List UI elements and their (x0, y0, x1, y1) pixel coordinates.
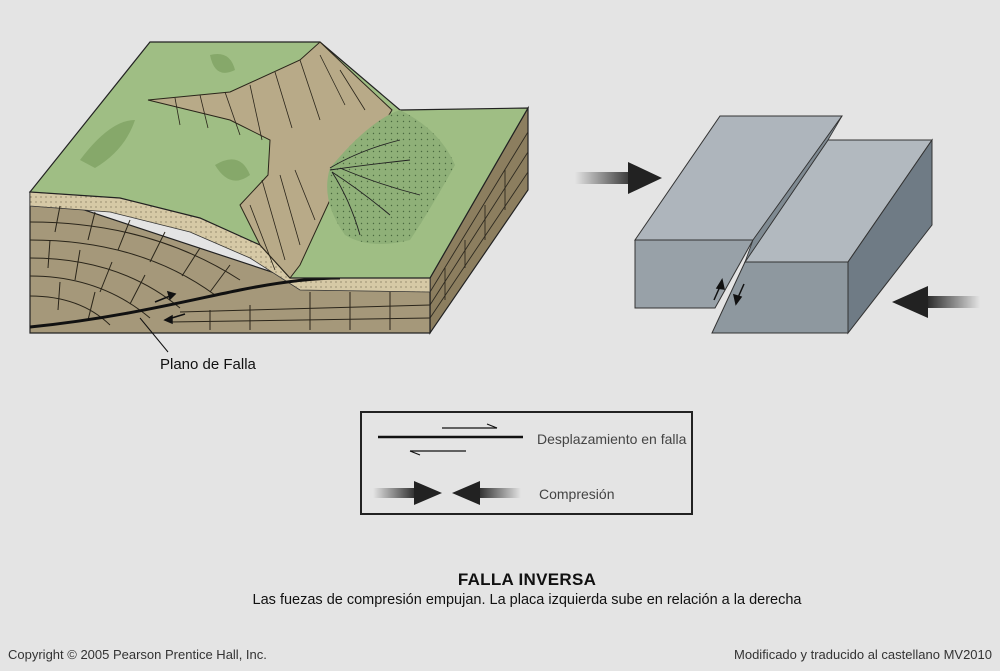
copyright-notice: Copyright © 2005 Pearson Prentice Hall, … (8, 647, 267, 662)
fault-blocks-model (634, 115, 933, 335)
legend-compression-label: Compresión (539, 486, 615, 502)
fault-plane-leader (139, 317, 169, 353)
legend-displacement-symbol (378, 423, 523, 456)
drainage-channels (329, 139, 421, 236)
right-face-strata (429, 131, 529, 319)
left-block-front (634, 239, 754, 309)
caption-subtitle: Las fuezas de compresión empujan. La pla… (252, 592, 802, 608)
credit-notice: Modificado y traducido al castellano MV2… (734, 647, 992, 662)
right-block-side (847, 138, 933, 335)
fault-plane-line (29, 276, 341, 329)
legend-displacement-label: Desplazamiento en falla (537, 431, 687, 447)
compression-arrow-left (575, 162, 662, 194)
terrain-block-diagram (28, 41, 530, 335)
vegetation-patches (80, 54, 250, 181)
scarp-texture (174, 54, 366, 271)
fault-plane-label: Plano de Falla (160, 356, 256, 373)
caption-title: FALLA INVERSA (457, 570, 597, 589)
fault-surface (744, 115, 843, 263)
block-slip-arrows (713, 278, 745, 306)
legend: Desplazamiento en falla Compresión (360, 411, 693, 515)
fault-slip-arrows (154, 290, 186, 325)
compression-arrow-right (892, 286, 980, 318)
legend-compression-symbol (373, 481, 521, 505)
